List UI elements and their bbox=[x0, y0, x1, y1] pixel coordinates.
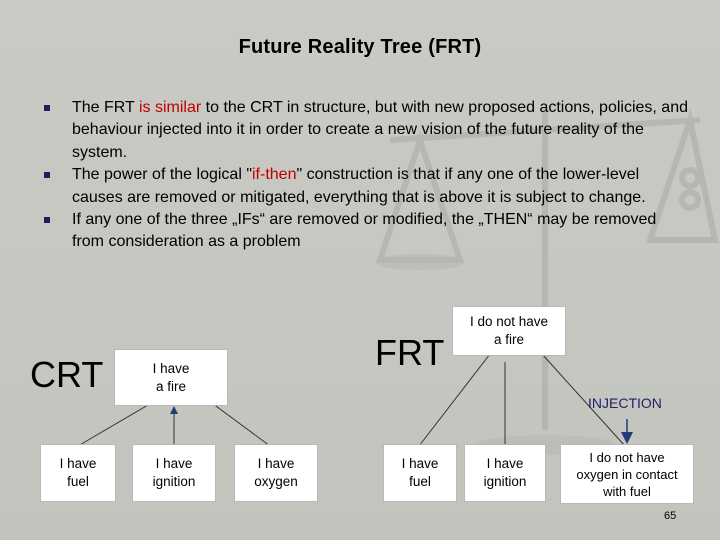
crt-cause-ignition-text: I have ignition bbox=[152, 456, 196, 489]
frt-effect-text: I do not have a fire bbox=[469, 314, 549, 347]
frt-cause-ignition-box: I have ignition bbox=[464, 444, 546, 502]
bullet-text: If any one of the three „IFs“ are remove… bbox=[72, 211, 657, 251]
crt-label: CRT bbox=[30, 354, 104, 395]
frt-cause-fuel-box: I have fuel bbox=[383, 444, 457, 502]
bullet-list: The FRT is similar to the CRT in structu… bbox=[40, 97, 690, 254]
bullet-text: The power of the logical " bbox=[72, 166, 252, 184]
bullet-item: The power of the logical "if-then" const… bbox=[40, 164, 690, 209]
injection-label: INJECTION bbox=[588, 395, 662, 411]
highlight-text: is similar bbox=[138, 99, 202, 116]
crt-cause-fuel-text: I have fuel bbox=[59, 456, 97, 489]
frt-label: FRT bbox=[375, 332, 445, 373]
frt-effect-box: I do not have a fire bbox=[452, 306, 566, 356]
frt-cause-oxygen-box: I do not have oxygen in contact with fue… bbox=[560, 444, 694, 504]
slide-title: Future Reality Tree (FRT) bbox=[238, 36, 482, 58]
highlight-text: if-then bbox=[252, 166, 297, 184]
bullet-text: " construction is that if any one of the… bbox=[72, 166, 646, 206]
bullet-text: The FRT bbox=[72, 99, 139, 116]
bullet-square-icon bbox=[44, 217, 50, 224]
bullet-square-icon bbox=[44, 172, 50, 179]
crt-cause-oxygen-box: I have oxygen bbox=[234, 444, 318, 502]
frt-cause-fuel-text: I have fuel bbox=[401, 456, 439, 489]
crt-cause-fuel-box: I have fuel bbox=[40, 444, 116, 502]
frt-cause-ignition-text: I have ignition bbox=[483, 456, 527, 489]
bullet-item: If any one of the three „IFs“ are remove… bbox=[40, 209, 690, 254]
crt-cause-oxygen-text: I have oxygen bbox=[254, 456, 298, 489]
crt-effect-text: I have a fire bbox=[152, 360, 190, 394]
bullet-square-icon bbox=[44, 105, 50, 111]
frt-cause-oxygen-text: I do not have oxygen in contact with fue… bbox=[576, 449, 678, 499]
bullet-item: The FRT is similar to the CRT in structu… bbox=[40, 97, 690, 164]
crt-effect-box: I have a fire bbox=[114, 349, 228, 406]
crt-cause-ignition-box: I have ignition bbox=[132, 444, 216, 502]
page-number: 65 bbox=[664, 510, 677, 522]
bullet-text: to the CRT in structure, but with new pr… bbox=[72, 99, 688, 161]
